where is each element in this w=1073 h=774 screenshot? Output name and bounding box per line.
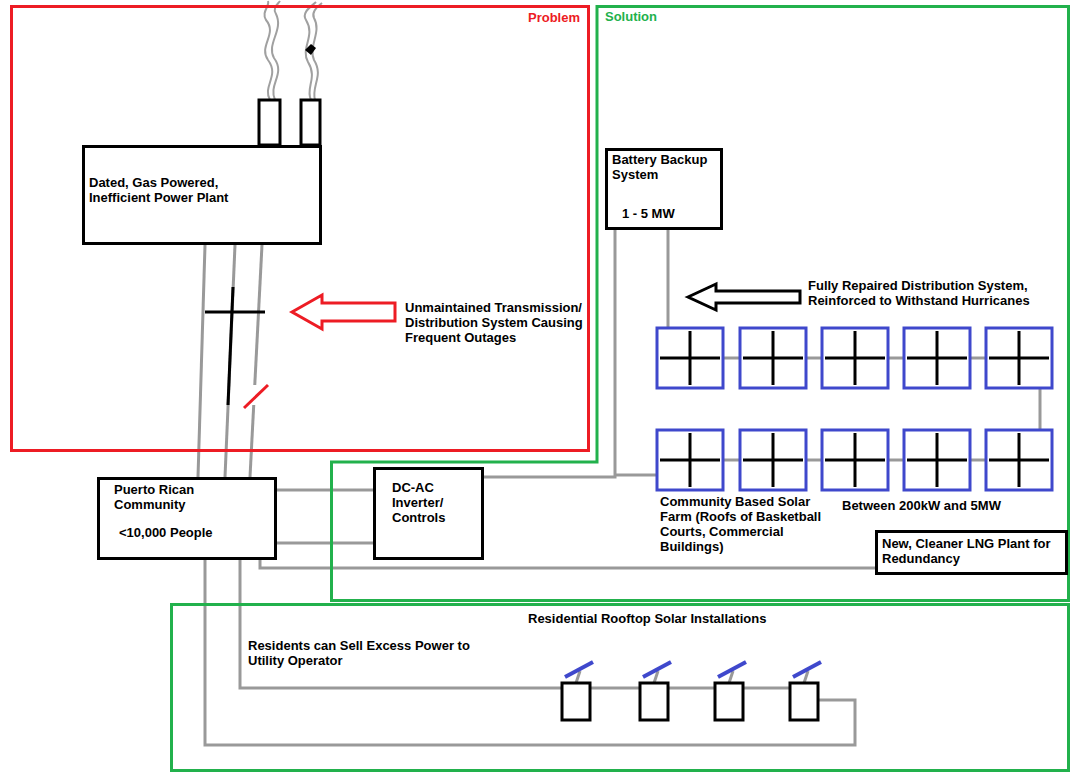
solar-panel (657, 430, 723, 490)
power-line (225, 245, 235, 477)
panel-cross (854, 331, 857, 385)
panel-cross (854, 433, 857, 487)
wires (205, 230, 855, 745)
wire (743, 687, 790, 690)
rooftop-panel (565, 662, 593, 677)
power-line (204, 560, 207, 603)
chimney (259, 100, 280, 145)
wire (615, 474, 657, 477)
wire (667, 230, 670, 328)
power-line (277, 489, 373, 492)
solar-panel (740, 430, 806, 490)
solar-panel (740, 328, 806, 388)
house (715, 683, 743, 720)
box-label: 1 - 5 MW (622, 206, 712, 221)
box-label: Dated, Gas Powered, Inefficient Power Pl… (89, 175, 249, 205)
box-label: <10,000 People (119, 525, 269, 540)
label-holder: Community Based Solar Farm (Roofs of Bas… (660, 494, 835, 554)
lng-plant-box: New, Cleaner LNG Plant for Redundancy (875, 530, 1068, 575)
annotation-text: Unmaintained Transmission/ Distribution … (405, 300, 585, 345)
wire (723, 459, 740, 462)
smoke (264, 1, 322, 100)
wire (970, 357, 986, 360)
wire (723, 357, 740, 360)
power-line (260, 560, 875, 568)
label-holder: Residents can Sell Excess Power to Utili… (248, 638, 488, 668)
wire (590, 687, 640, 690)
wire (668, 687, 715, 690)
power-line (198, 245, 205, 477)
wire (240, 604, 562, 688)
wire (806, 459, 822, 462)
annotation-text: Community Based Solar Farm (Roofs of Bas… (660, 494, 835, 554)
wire (888, 357, 904, 360)
region-border (332, 7, 1069, 601)
wire (970, 459, 986, 462)
residential-region: Residential Rooftop Solar Installations (170, 603, 1070, 772)
power-line (250, 245, 262, 477)
region-title: Solution (605, 9, 725, 24)
panel-cross (1018, 331, 1021, 385)
annotation-text: Residents can Sell Excess Power to Utili… (248, 638, 488, 668)
house (790, 683, 818, 720)
solar-farm (657, 328, 1052, 490)
power-line (239, 560, 242, 603)
region-title: Residential Rooftop Solar Installations (528, 611, 828, 626)
house (640, 683, 668, 720)
panel-cross (936, 331, 939, 385)
panel-cross (689, 433, 692, 487)
solar-panel (904, 430, 970, 490)
panel-cross (772, 331, 775, 385)
rooftop-panel (718, 662, 746, 677)
wire (888, 459, 904, 462)
wire (806, 357, 822, 360)
panel-cross (936, 433, 939, 487)
label-holder: Between 200kW and 5MW (842, 498, 1042, 513)
solar-panel (904, 328, 970, 388)
problem-arrow (292, 295, 395, 329)
problem-region: ProblemDated, Gas Powered, Inefficient P… (10, 5, 590, 452)
solar-panel (822, 328, 888, 388)
box-label: DC-AC Inverter/ Controls (392, 480, 472, 525)
rooftop-panel (793, 662, 821, 677)
solar-panel (986, 430, 1052, 490)
power-line (277, 542, 373, 545)
rooftop-panel (643, 662, 671, 677)
panel-cross (772, 433, 775, 487)
broken-line-mark (244, 385, 268, 408)
house (562, 683, 590, 720)
solar-panel (657, 328, 723, 388)
power-plant-box: Dated, Gas Powered, Inefficient Power Pl… (82, 145, 322, 245)
panel-cross (689, 331, 692, 385)
community-box: Puerto Rican Community <10,000 People (97, 477, 277, 560)
chimney (301, 100, 320, 145)
battery-box: Battery Backup System 1 - 5 MW (605, 148, 723, 230)
panel-cross (1018, 433, 1021, 487)
box-label: New, Cleaner LNG Plant for Redundancy (882, 536, 1062, 566)
box-label: Puerto Rican Community (114, 482, 234, 512)
smoke-plume (312, 3, 322, 100)
smoke-plume (272, 1, 280, 100)
callout-arrow (688, 284, 800, 310)
power-line (484, 230, 615, 477)
label-holder: Fully Repaired Distribution System, Rein… (808, 278, 1053, 308)
houses (562, 662, 821, 720)
inverter-box: DC-AC Inverter/ Controls (373, 467, 484, 560)
pole-crossbar (205, 311, 265, 314)
label-holder: Unmaintained Transmission/ Distribution … (405, 300, 585, 345)
annotation-text: Fully Repaired Distribution System, Rein… (808, 278, 1053, 308)
annotation-text: Between 200kW and 5MW (842, 498, 1042, 513)
region-title: Problem (13, 10, 580, 25)
wire (205, 604, 855, 745)
soot (305, 44, 316, 55)
wire (1039, 388, 1042, 430)
pole (228, 287, 233, 405)
box-label: Battery Backup System (612, 152, 720, 182)
solar-panel (986, 328, 1052, 388)
solar-panel (822, 430, 888, 490)
